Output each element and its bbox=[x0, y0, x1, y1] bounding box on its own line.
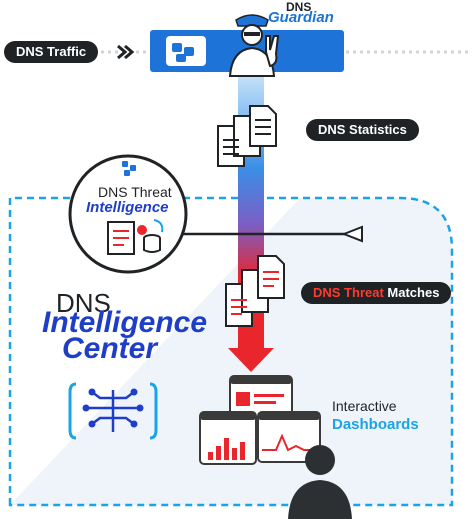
flow-arrowhead bbox=[228, 348, 274, 372]
neural-chip-icon bbox=[68, 382, 158, 440]
threat-feed-arrowhead bbox=[341, 225, 363, 243]
threat-match-documents-icon bbox=[225, 255, 285, 327]
threat-intelligence-line1: DNS Threat bbox=[98, 184, 172, 200]
guardian-logo-icon bbox=[166, 36, 206, 66]
intelligence-logo-icon bbox=[122, 161, 136, 176]
threat-matches-red-part: DNS Threat bbox=[313, 285, 384, 300]
dashboards-line2: Dashboards bbox=[332, 416, 419, 433]
threat-matches-rest: Matches bbox=[383, 285, 440, 300]
dns-threat-matches-label: DNS Threat Matches bbox=[301, 282, 452, 304]
intelligence-center-region bbox=[10, 198, 452, 505]
dashboards-line1: Interactive bbox=[332, 398, 397, 414]
dashboard-charts-icon bbox=[208, 392, 316, 460]
user-avatar-icon bbox=[288, 445, 352, 519]
guardian-figure-icon bbox=[228, 14, 280, 77]
dns-traffic-label: DNS Traffic bbox=[4, 41, 99, 63]
intelligence-center-line3: Center bbox=[62, 332, 158, 365]
intelligence-center-line2: Intelligence bbox=[42, 306, 208, 339]
traffic-chevron-icon bbox=[117, 44, 135, 60]
guardian-title-line2: Guardian bbox=[268, 9, 334, 26]
intelligence-center-line1: DNS bbox=[56, 288, 111, 318]
dns-statistics-label: DNS Statistics bbox=[306, 119, 419, 141]
guardian-title-line1: DNS bbox=[286, 0, 312, 14]
threat-database-icon bbox=[107, 219, 164, 255]
intelligence-center-border bbox=[8, 196, 454, 507]
statistics-documents-icon bbox=[217, 105, 277, 167]
threat-intelligence-line2: Intelligence bbox=[86, 199, 169, 216]
